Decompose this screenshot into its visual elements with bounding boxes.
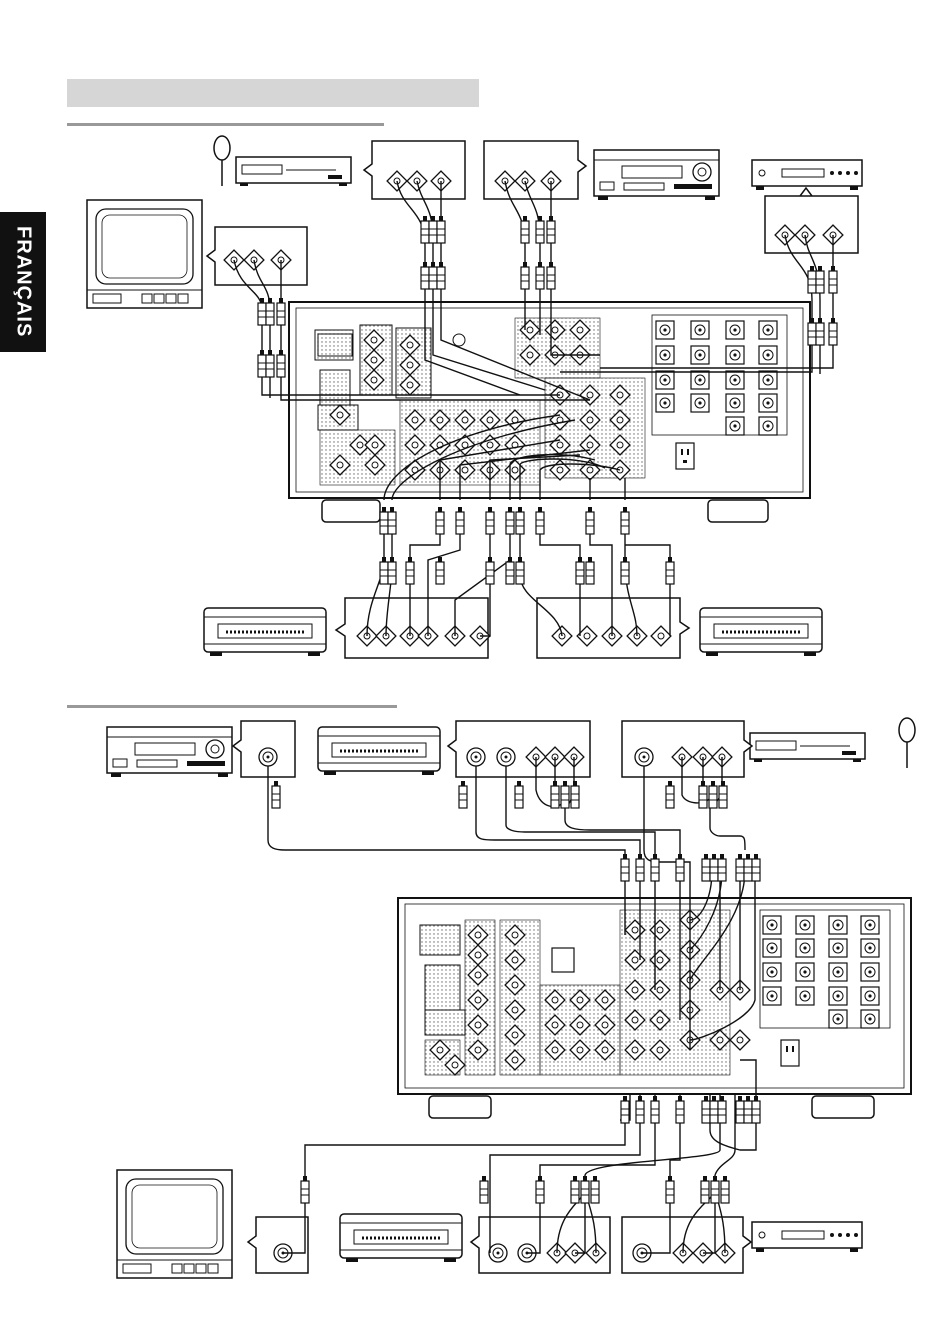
cd-player-icon xyxy=(752,160,862,190)
top-diagram xyxy=(87,136,862,658)
bottom-diagram xyxy=(107,718,915,1278)
receiver-foot xyxy=(812,1096,874,1118)
vcr-icon xyxy=(700,608,822,656)
antenna-icon xyxy=(214,136,230,186)
receiver-foot xyxy=(322,500,380,522)
antenna-icon xyxy=(899,718,915,768)
tv-monitor-icon xyxy=(117,1170,232,1278)
dvd-player-icon xyxy=(752,1222,862,1252)
receiver-foot xyxy=(429,1096,491,1118)
cd-player-icon xyxy=(107,727,232,777)
vcr-icon xyxy=(318,727,440,775)
tuner-icon xyxy=(750,733,865,762)
receiver-foot xyxy=(708,500,768,522)
vcr-icon xyxy=(340,1214,462,1262)
dvd-player-icon xyxy=(594,150,719,200)
vcr-icon xyxy=(204,608,326,656)
tv-monitor-icon xyxy=(87,200,202,308)
tuner-icon xyxy=(236,157,351,186)
